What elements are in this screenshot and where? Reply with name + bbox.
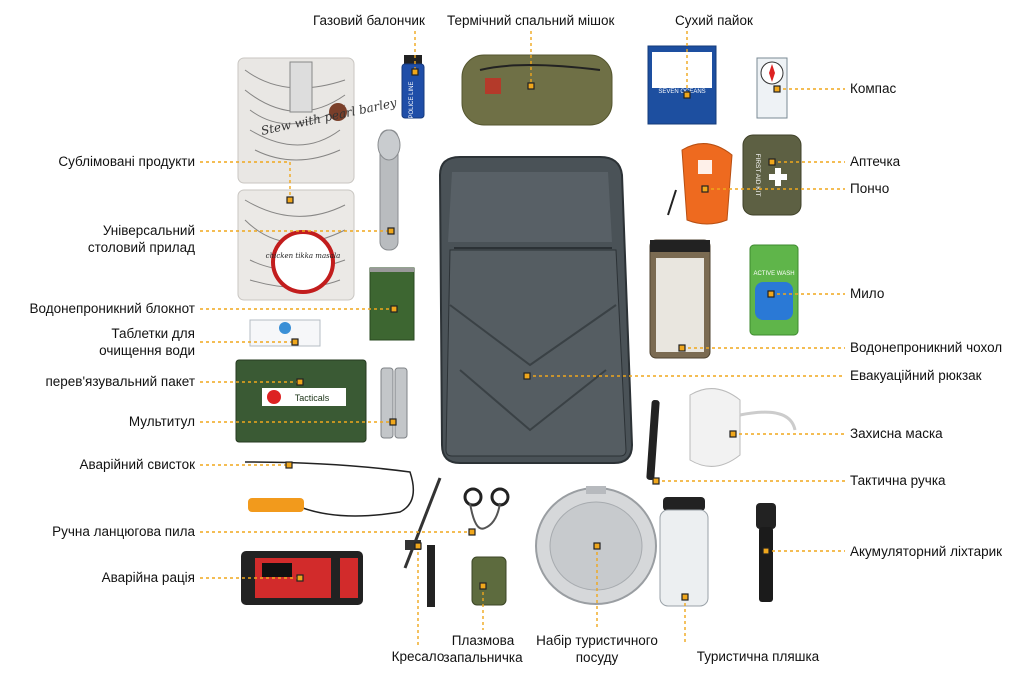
label-sleeping-bag: Термічний спальний мішок [447, 13, 615, 28]
label-dry-ration: Сухий пайок [675, 13, 753, 28]
label-waterproof-case: Водонепроникний чохол [850, 340, 1003, 355]
label-compass: Компас [850, 81, 897, 96]
label-notebook: Водонепроникний блокнот [29, 301, 195, 316]
label-gas-canister: Газовий балончик [313, 13, 425, 28]
label-bandage: перев'язувальний пакет [45, 374, 195, 389]
label-lighter-line1: Плазмова [451, 633, 515, 648]
gas-canister-item [401, 55, 425, 119]
lighter-item [471, 556, 507, 606]
label-multitool: Мультитул [128, 414, 195, 429]
compass-item [756, 57, 788, 119]
multitool-item [380, 367, 408, 439]
label-poncho: Пончо [850, 181, 890, 196]
tactical-pen-item [646, 400, 660, 480]
dry-ration-item [647, 45, 717, 125]
notebook-item [369, 267, 415, 341]
label-radio: Аварійна рація [101, 570, 195, 585]
whistle-item [244, 461, 415, 517]
soap-item [749, 244, 799, 336]
ration-brand-text: SEVEN OCEANS [658, 89, 705, 95]
soap-brand-text: ACTIVE WASH [753, 271, 794, 277]
label-tablets-line1: Таблетки для [111, 326, 195, 341]
bottle-item [659, 497, 709, 607]
marker-dots [285, 68, 781, 601]
freeze-dried-pouch-1 [237, 57, 355, 184]
firesteel-item [403, 477, 442, 607]
leader-lines [200, 31, 845, 645]
label-flashlight: Акумуляторний ліхтарик [850, 544, 1003, 559]
waterproof-case-item [649, 239, 711, 359]
label-cookware-line1: Набір туристичного [536, 633, 658, 648]
label-utensil-line1: Універсальний [102, 223, 195, 238]
backpack-item [438, 156, 634, 464]
mask-item [689, 388, 797, 467]
utensil-item [377, 129, 401, 251]
poncho-item [667, 143, 733, 225]
flashlight-item [756, 503, 776, 602]
freeze-dried-pouch-2 [237, 189, 355, 301]
pepper-spray-text: POLICE LINE [409, 81, 415, 118]
first-aid-kit-text: FIRST AID KIT [754, 154, 761, 197]
label-soap: Мило [850, 286, 885, 301]
label-first-aid: Аптечка [850, 154, 901, 169]
first-aid-kit-item [742, 134, 802, 216]
label-whistle: Аварійний свисток [79, 457, 195, 472]
label-chain-saw: Ручна ланцюгова пила [52, 524, 195, 539]
label-lighter-line2: запальничка [443, 650, 523, 665]
label-cookware-line2: посуду [575, 650, 619, 665]
food-pouch-2-text: chicken tikka masala [266, 252, 341, 260]
label-tactical-pen: Тактична ручка [850, 473, 946, 488]
label-firesteel: Кресало [391, 649, 445, 664]
label-utensil-line2: столовий прилад [87, 240, 195, 255]
label-freeze-dried: Сублімовані продукти [58, 154, 195, 169]
sleeping-bag-item [461, 54, 613, 126]
bandage-brand-text: Tacticals [295, 393, 330, 403]
label-backpack: Евакуаційний рюкзак [850, 368, 982, 383]
chain-saw-item [463, 487, 510, 530]
label-mask: Захисна маска [850, 426, 943, 441]
label-bottle: Туристична пляшка [696, 649, 820, 664]
label-tablets-line2: очищення води [99, 343, 195, 358]
